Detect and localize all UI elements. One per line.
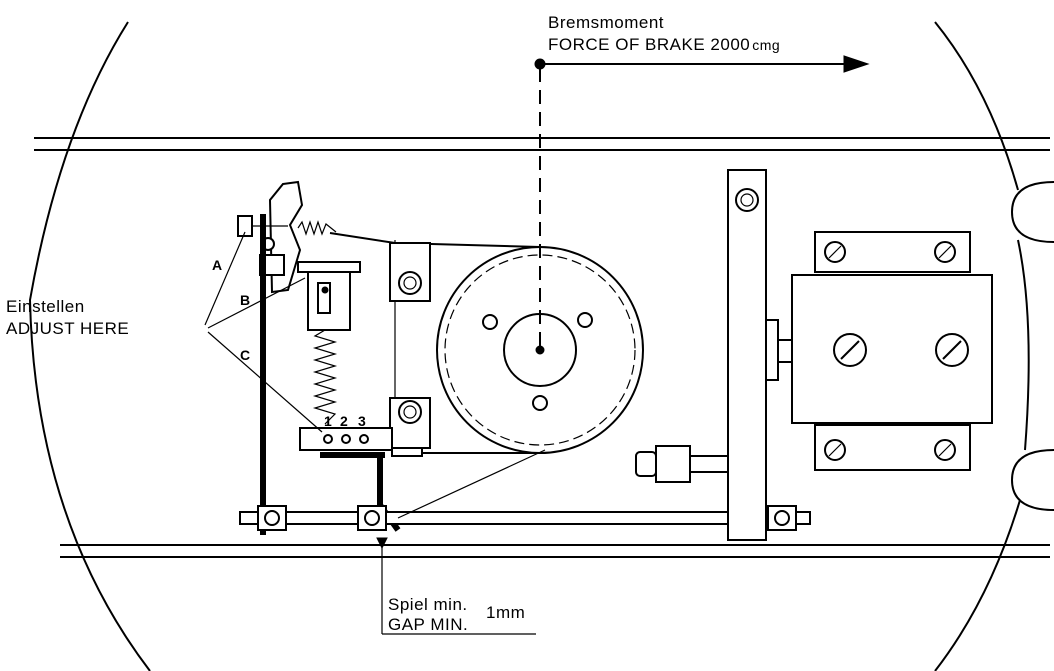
leader-b (207, 277, 306, 329)
gap-value: 1mm (486, 603, 525, 622)
hole-2-label: 2 (340, 413, 348, 429)
plate-outline-right-top (934, 21, 1019, 191)
spring-holder-cap (297, 261, 361, 273)
leader-a (204, 231, 246, 326)
lever-hole-1 (323, 434, 333, 444)
hole-3-label: 3 (358, 413, 366, 429)
horizontal-spring (297, 220, 337, 236)
brake-label-de: Bremsmoment (548, 13, 664, 32)
adjust-label-de: Einstellen (6, 297, 85, 316)
lower-pivot-screw-inner (403, 405, 417, 419)
support-top-screw (735, 188, 759, 212)
drum-center-dot (535, 345, 545, 355)
hole-1-label: 1 (324, 413, 332, 429)
brake-label-en-text: FORCE OF BRAKE 2000 (548, 35, 750, 54)
upper-pivot-screw (398, 271, 422, 295)
shaft-collar-2-screw (364, 510, 380, 526)
plate-outline-left (28, 21, 151, 671)
gap-arrowhead (376, 537, 388, 550)
lever-hole-2 (341, 434, 351, 444)
vertical-support (727, 169, 767, 541)
mount-screws (824, 241, 969, 461)
point-a-label: A (212, 257, 222, 273)
knob-shaft (689, 455, 729, 473)
gap-label-de: Spiel min. (388, 595, 468, 614)
upper-pivot-screw-inner (403, 276, 417, 290)
knob-cap (635, 451, 657, 477)
shaft-collar-1-screw (264, 510, 280, 526)
adjust-label-en: ADJUST HERE (6, 319, 129, 338)
point-c-label: C (240, 347, 250, 363)
leader-c (207, 331, 323, 433)
brake-drum-inner-dashed (444, 254, 636, 446)
drum-hub (503, 313, 577, 387)
drum-hole-2 (577, 312, 593, 328)
brake-force-origin-dot (534, 58, 546, 70)
brake-band-top (329, 232, 541, 248)
notch-upper (1010, 181, 1054, 243)
shaft-collar-3-screw (774, 510, 790, 526)
plate-outline-right-mid (1017, 239, 1030, 451)
drum-hole-1 (482, 314, 498, 330)
knob-body (655, 445, 691, 483)
point-b-label: B (240, 292, 250, 308)
support-top-screw-inner (740, 193, 754, 207)
mount-side-tab (765, 319, 779, 381)
brake-label-unit: cmg (752, 37, 780, 53)
drum-hole-3 (532, 395, 548, 411)
notch-lower (1010, 449, 1054, 511)
bottom-shaft (239, 511, 811, 525)
leader-lever-to-drum (397, 449, 546, 519)
lower-pivot-screw (398, 400, 422, 424)
mount-connector (777, 339, 793, 363)
vertical-spring (312, 329, 338, 425)
brake-force-arrowhead (843, 55, 870, 73)
gap-label-en: GAP MIN. (388, 615, 468, 634)
plate-outline-right-bottom (934, 499, 1021, 671)
lever-plate-tab (391, 447, 423, 457)
spring-holder-pin (321, 286, 329, 294)
lever-hole-3 (359, 434, 369, 444)
